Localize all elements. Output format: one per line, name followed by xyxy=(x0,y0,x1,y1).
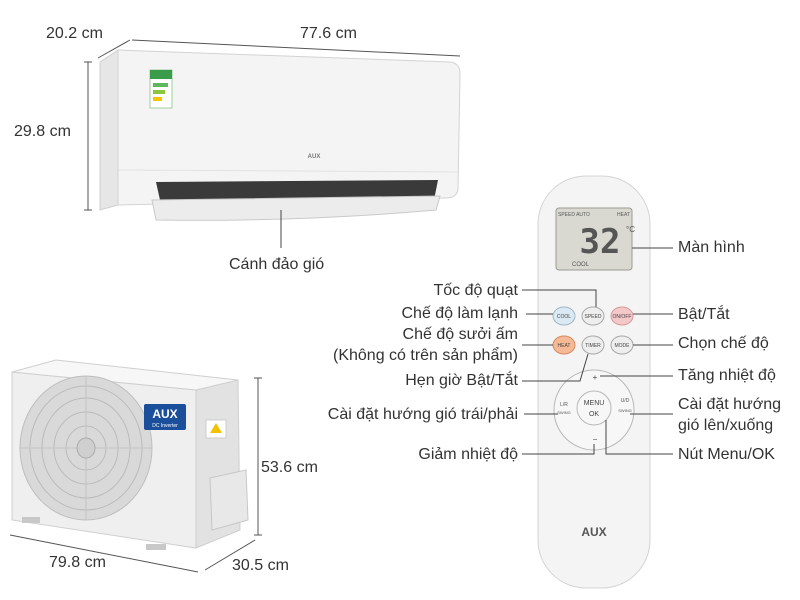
callout-ud-swing-line1: Cài đặt hướng xyxy=(678,396,782,413)
timer-button[interactable]: TIMER xyxy=(581,335,605,355)
heat-button[interactable]: HEAT xyxy=(552,335,576,355)
indoor-unit-side xyxy=(99,49,119,211)
indoor-unit-front xyxy=(117,49,461,206)
outdoor-brand-logo xyxy=(144,404,186,430)
callout-heat-note: (Không có trên sản phẩm) xyxy=(333,347,518,364)
outdoor-unit: AUX DC Inverter xyxy=(9,359,262,573)
callout-lines xyxy=(522,247,673,455)
svg-text:MODE: MODE xyxy=(615,343,631,349)
callout-cool-mode: Chế độ làm lạnh xyxy=(401,305,518,322)
svg-text:OK: OK xyxy=(589,411,599,418)
outdoor-width-label: 79.8 cm xyxy=(49,554,106,571)
svg-text:COOL: COOL xyxy=(557,314,571,320)
callout-timer: Hẹn giờ Bật/Tắt xyxy=(405,372,518,389)
menu-ok-button[interactable] xyxy=(576,390,612,426)
callout-menu-ok: Nút Menu/OK xyxy=(678,446,775,463)
outdoor-unit-top xyxy=(11,359,239,391)
svg-text:SPEED: SPEED xyxy=(585,314,602,320)
remote-screen-temperature: 32 xyxy=(580,222,621,262)
ud-swing-button[interactable]: U/D xyxy=(621,398,630,404)
svg-text:°C: °C xyxy=(626,225,635,234)
remote-control: SPEED AUTO HEAT 32 °C COOL COOL SPEED ON… xyxy=(522,175,673,589)
indoor-brand-mark: AUX xyxy=(308,154,321,160)
air-outlet xyxy=(156,180,438,200)
svg-text:SPEED AUTO: SPEED AUTO xyxy=(558,212,590,218)
svg-text:MENU: MENU xyxy=(584,400,605,407)
mode-button[interactable]: MODE xyxy=(610,335,634,355)
svg-text:ON/OFF: ON/OFF xyxy=(613,314,632,320)
outdoor-depth-dimension-line xyxy=(204,539,256,571)
callout-screen: Màn hình xyxy=(678,239,745,256)
callout-temp-up: Tăng nhiệt độ xyxy=(678,367,776,384)
indoor-depth-dimension-line xyxy=(97,39,131,59)
callout-ud-swing-line2: gió lên/xuống xyxy=(678,417,774,434)
callout-select-mode: Chọn chế độ xyxy=(678,335,769,352)
valve-cover xyxy=(209,469,249,531)
louver xyxy=(151,195,441,221)
speed-button[interactable]: SPEED xyxy=(581,306,605,326)
indoor-unit: AUX xyxy=(84,39,461,248)
outdoor-width-dimension-line xyxy=(9,534,199,573)
callout-fan-speed: Tốc độ quạt xyxy=(433,282,519,299)
cool-button[interactable]: COOL xyxy=(552,306,576,326)
callout-heat-mode: Chế độ sưởi ấm xyxy=(402,326,518,343)
svg-text:SWING: SWING xyxy=(557,410,571,415)
outdoor-depth-label: 30.5 cm xyxy=(232,557,289,574)
svg-text:DC Inverter: DC Inverter xyxy=(152,423,178,429)
svg-text:AUX: AUX xyxy=(152,407,177,421)
svg-text:COOL: COOL xyxy=(572,262,590,268)
temp-down-button[interactable]: − xyxy=(593,435,598,444)
svg-text:HEAT: HEAT xyxy=(617,212,630,218)
callout-lr-swing: Cài đặt hướng gió trái/phải xyxy=(327,406,518,423)
indoor-width-label: 77.6 cm xyxy=(300,25,357,42)
temp-up-button[interactable]: + xyxy=(593,373,598,382)
remote-screen xyxy=(555,207,633,271)
indoor-width-dimension-line xyxy=(131,39,461,57)
louver-label: Cánh đảo gió xyxy=(229,256,325,273)
indoor-height-label: 29.8 cm xyxy=(14,123,71,140)
callout-power: Bật/Tắt xyxy=(678,306,730,323)
svg-text:HEAT: HEAT xyxy=(558,343,571,349)
remote-brand: AUX xyxy=(581,525,606,539)
onoff-button[interactable]: ON/OFF xyxy=(610,306,634,326)
svg-text:TIMER: TIMER xyxy=(585,343,601,349)
svg-text:SWING: SWING xyxy=(618,408,632,413)
outdoor-height-label: 53.6 cm xyxy=(261,459,318,476)
indoor-depth-label: 20.2 cm xyxy=(46,25,103,42)
lr-swing-button[interactable]: L/R xyxy=(560,402,568,408)
callout-temp-down: Giảm nhiệt độ xyxy=(418,446,518,463)
